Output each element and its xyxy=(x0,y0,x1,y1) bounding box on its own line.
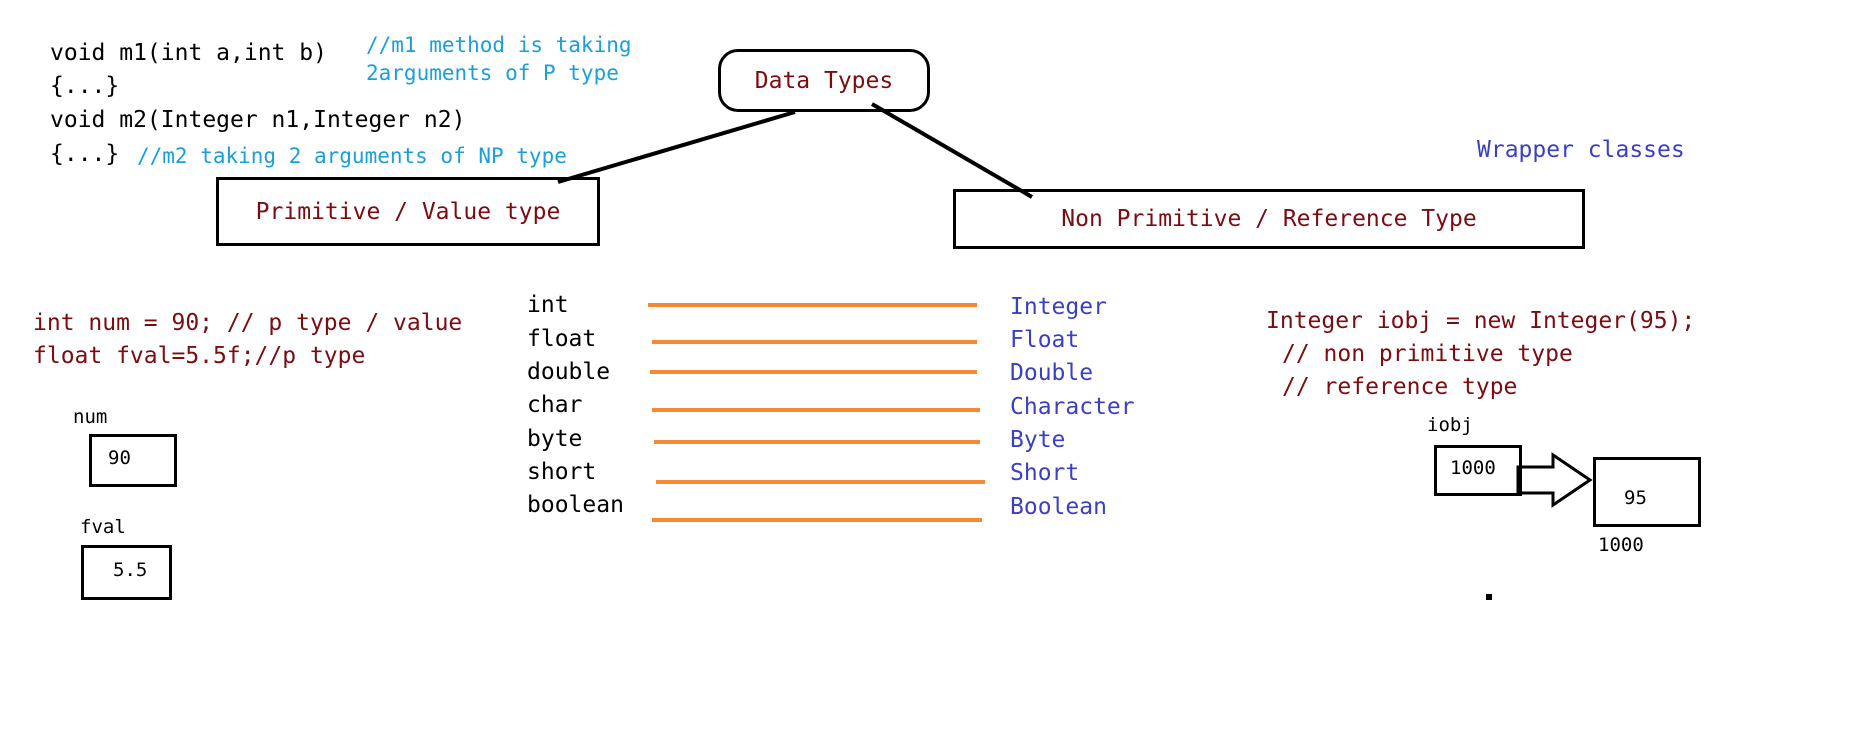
primitive-example-line2: float fval=5.5f;//p type xyxy=(33,343,366,369)
fval-variable-box: 5.5 xyxy=(81,545,172,600)
mapping-lines xyxy=(648,303,985,522)
fval-variable-label: fval xyxy=(80,516,126,538)
comment-m1-line1: //m1 method is taking xyxy=(366,33,632,57)
fval-value: 5.5 xyxy=(113,559,148,581)
wrapper-byte: Byte xyxy=(1010,427,1066,453)
reference-arrow xyxy=(1516,452,1593,508)
integer-object-value: 95 xyxy=(1624,487,1647,509)
code-line-body1: {...} xyxy=(50,73,120,99)
non-primitive-label: Non Primitive / Reference Type xyxy=(1061,206,1477,232)
primitive-float: float xyxy=(527,326,597,352)
primitive-int: int xyxy=(527,292,569,318)
reference-example-line2: // non primitive type xyxy=(1282,341,1573,367)
integer-object-box: 95 xyxy=(1593,457,1701,527)
num-variable-box: 90 xyxy=(89,434,177,487)
wrapper-float: Float xyxy=(1010,327,1080,353)
iobj-value: 1000 xyxy=(1450,457,1496,479)
stray-dot xyxy=(1486,594,1492,600)
wrapper-double: Double xyxy=(1010,360,1094,386)
data-types-node: Data Types xyxy=(718,49,930,112)
comment-m1-line2: 2arguments of P type xyxy=(366,61,619,85)
wrapper-integer: Integer xyxy=(1010,294,1107,320)
primitive-node: Primitive / Value type xyxy=(216,177,600,246)
data-types-label: Data Types xyxy=(754,67,894,94)
integer-object-address: 1000 xyxy=(1598,534,1644,556)
wrapper-short: Short xyxy=(1010,460,1080,486)
reference-example-line1: Integer iobj = new Integer(95); xyxy=(1266,308,1696,334)
connector-non-primitive xyxy=(870,102,1034,199)
num-value: 90 xyxy=(108,447,131,469)
non-primitive-node: Non Primitive / Reference Type xyxy=(953,189,1585,249)
iobj-variable-box: 1000 xyxy=(1434,445,1522,496)
wrapper-boolean: Boolean xyxy=(1010,494,1107,520)
num-variable-label: num xyxy=(73,406,108,428)
code-line-body2: {...} xyxy=(50,141,120,167)
iobj-variable-label: iobj xyxy=(1427,414,1473,436)
wrapper-character: Character xyxy=(1010,394,1135,420)
reference-example-line3: // reference type xyxy=(1282,374,1518,400)
connector-primitive xyxy=(557,110,796,184)
wrapper-classes-title: Wrapper classes xyxy=(1477,137,1685,163)
primitive-example-line1: int num = 90; // p type / value xyxy=(33,310,463,336)
primitive-label: Primitive / Value type xyxy=(255,198,561,225)
code-line-m2: void m2(Integer n1,Integer n2) xyxy=(50,107,466,133)
comment-m2: //m2 taking 2 arguments of NP type xyxy=(137,144,567,168)
code-line-m1: void m1(int a,int b) xyxy=(50,40,327,66)
primitive-char: char xyxy=(527,392,583,418)
primitive-boolean: boolean xyxy=(527,492,624,518)
primitive-double: double xyxy=(527,359,611,385)
primitive-short: short xyxy=(527,459,597,485)
primitive-byte: byte xyxy=(527,426,583,452)
